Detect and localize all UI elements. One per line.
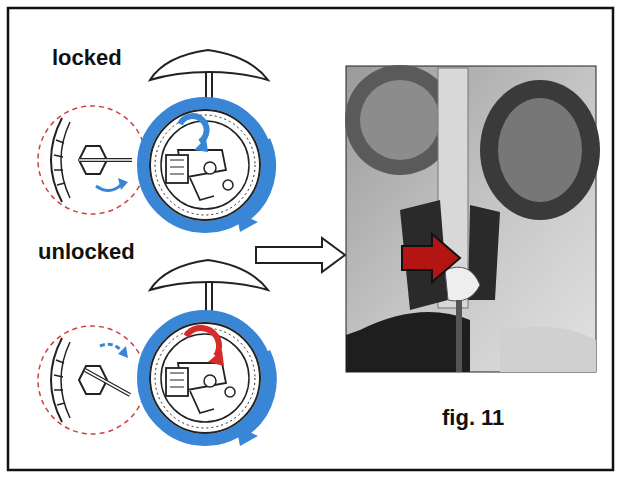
figure-number: fig. 11 — [442, 406, 504, 430]
seat-unlocked — [150, 260, 268, 312]
figure-frame — [8, 8, 613, 470]
seat-locked — [150, 50, 268, 102]
wheel-locked — [143, 103, 272, 232]
pointer-arrow — [256, 238, 345, 272]
lock-detail-locked — [38, 106, 146, 214]
lock-detail-unlocked — [38, 326, 146, 434]
state-label: unlocked — [38, 240, 135, 264]
red-arrow — [402, 234, 460, 282]
photo-panel — [345, 65, 600, 372]
wheel-unlocked — [143, 316, 272, 446]
state-label: locked — [52, 46, 122, 70]
